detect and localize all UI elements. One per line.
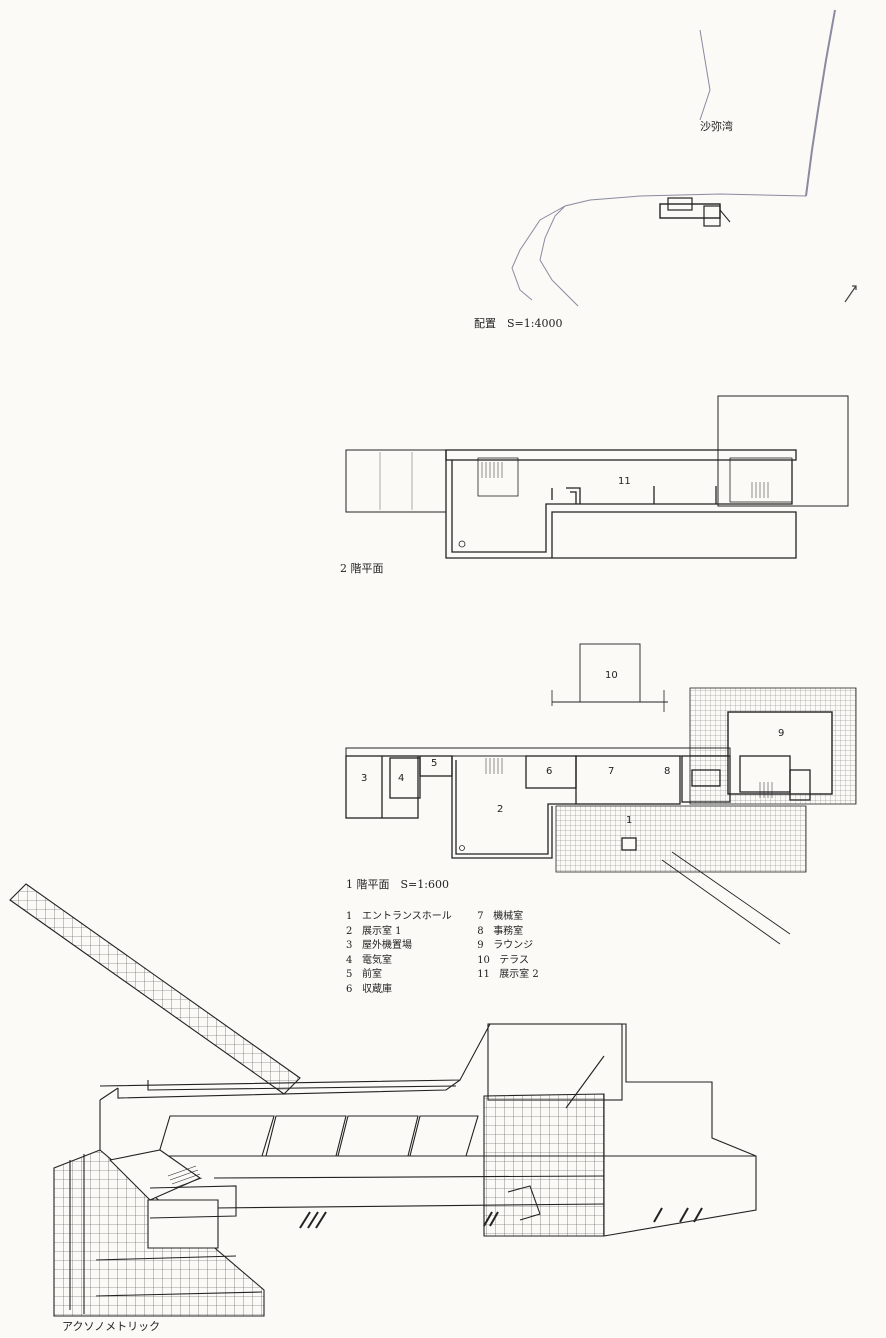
coastline	[805, 9, 836, 197]
axonometric	[9, 883, 757, 1317]
axo-long-wall	[9, 883, 301, 1095]
room-label-9: 9	[778, 728, 785, 739]
axonometric-caption: アクソノメトリック	[62, 1320, 161, 1333]
room-label-2: 2	[497, 804, 504, 815]
first-floor-caption: 1 階平面 S=1:600	[346, 878, 449, 891]
second-floor-plan	[345, 395, 849, 559]
second-floor-caption: 2 階平面	[340, 562, 384, 575]
room-label-10: 10	[605, 670, 618, 681]
axo-tower-grid	[483, 1093, 605, 1237]
north-arrow	[844, 285, 857, 303]
site-plan-caption: 配置 S=1:4000	[474, 317, 563, 330]
room-label-5: 5	[431, 758, 438, 769]
room-label-7: 7	[608, 766, 615, 777]
room-label-4: 4	[398, 773, 405, 784]
first-floor-plan	[345, 643, 857, 945]
bay-label: 沙弥湾	[700, 120, 733, 133]
room-label-8: 8	[664, 766, 671, 777]
room-label-6: 6	[546, 766, 553, 777]
site-plan	[511, 9, 857, 307]
room-label-1: 1	[626, 815, 633, 826]
room-label-11-f2: 11	[618, 476, 631, 487]
shore-road	[539, 193, 807, 307]
room-label-3: 3	[361, 773, 368, 784]
